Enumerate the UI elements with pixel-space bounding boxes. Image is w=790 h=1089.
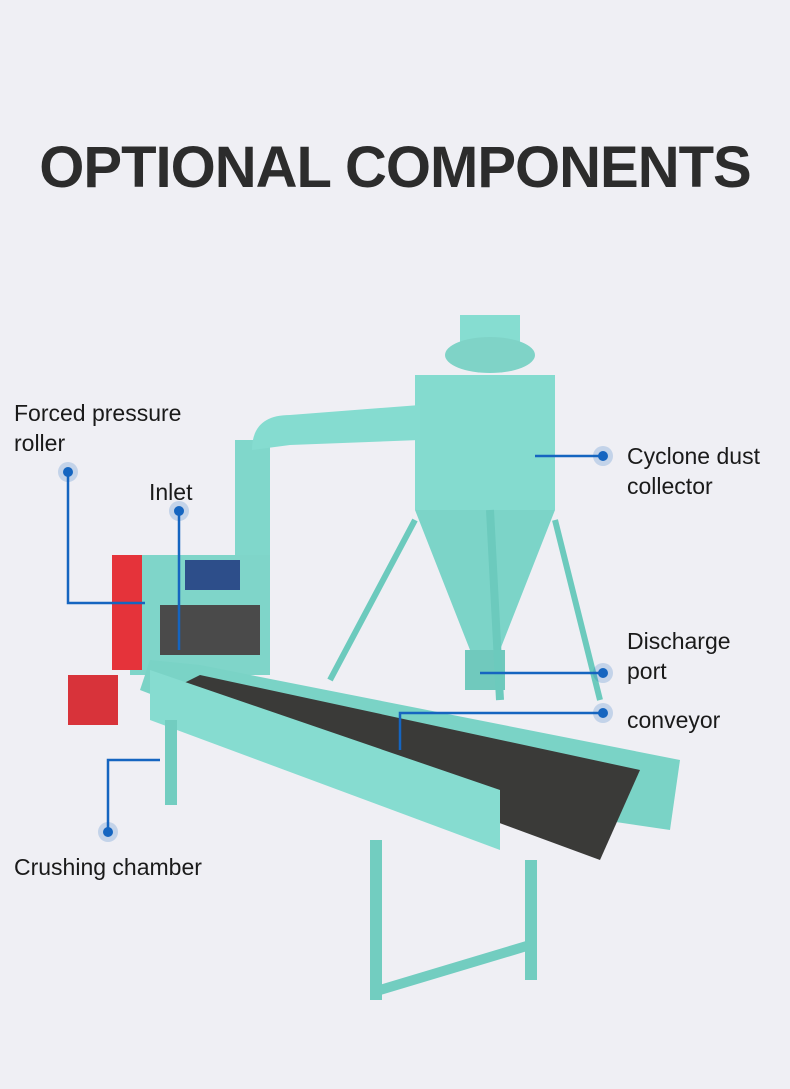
label-inlet: Inlet (149, 479, 193, 505)
label-cyclone-dust-collector: Cyclone dust collector (627, 441, 760, 501)
callout-dots (58, 446, 613, 842)
label-line: Forced pressure (14, 400, 182, 426)
dot-conveyor (593, 703, 613, 723)
wood-chipper-machine (68, 315, 680, 1000)
label-crushing-chamber: Crushing chamber (14, 854, 202, 880)
dot-inlet (169, 501, 189, 521)
label-forced-pressure-roller: Forced pressure roller (14, 398, 181, 458)
page-title: OPTIONAL COMPONENTS (39, 135, 751, 200)
dot-crushing-chamber (98, 822, 118, 842)
label-line: Cyclone dust (627, 443, 760, 469)
label-line: Discharge (627, 628, 731, 654)
label-discharge-port: Discharge port (627, 626, 731, 686)
dot-forced-pressure-roller (58, 462, 78, 482)
label-line: port (627, 658, 667, 684)
label-line: collector (627, 473, 713, 499)
dot-discharge (593, 663, 613, 683)
dot-cyclone (593, 446, 613, 466)
callout-lines (66, 454, 603, 832)
label-line: roller (14, 430, 66, 456)
label-conveyor: conveyor (627, 707, 721, 733)
